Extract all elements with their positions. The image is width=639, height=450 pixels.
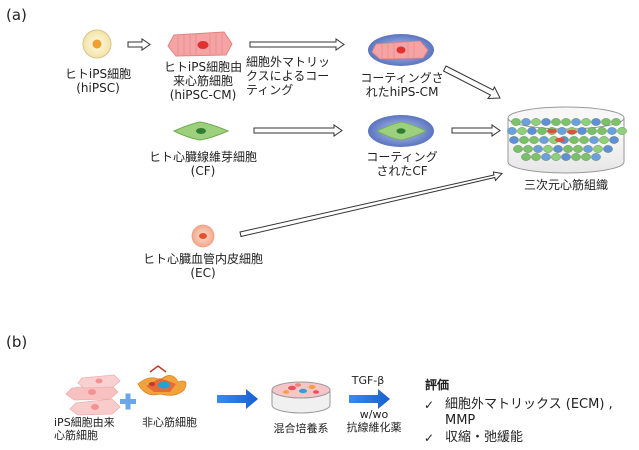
tissue-cell — [541, 118, 551, 126]
hipsc-label: ヒトiPS細胞 (hiPSC) — [64, 67, 132, 95]
tissue-cell — [573, 145, 583, 153]
tissue-cell — [597, 127, 607, 135]
arrow-coated-cm-to-tissue — [442, 65, 501, 100]
tissue-cell — [583, 145, 593, 153]
tissue-cell — [579, 136, 589, 144]
tissue-cell — [563, 145, 573, 153]
tissue-cell — [541, 153, 551, 161]
coated-cardiomyocyte-icon — [368, 34, 434, 66]
hipsc-cm-label: ヒトiPS細胞由 来心筋細胞 (hiPSC-CM) — [163, 60, 243, 102]
panel-a-label: (a) — [6, 6, 27, 24]
tissue-cell — [529, 136, 539, 144]
ecm-coating-label: 細胞外マトリッ クスによるコー ティング — [246, 55, 331, 97]
endothelial-cell-icon — [191, 224, 215, 248]
tissue-dish-icon — [507, 106, 627, 174]
tissue-cell — [607, 127, 617, 135]
tissue-cell — [593, 145, 603, 153]
tissue-cell — [539, 136, 549, 144]
blue-arrow-to-coculture — [217, 389, 258, 409]
tissue-cell — [561, 118, 571, 126]
tissue-cell — [507, 127, 517, 135]
tissue-cell — [543, 145, 553, 153]
ec-label: ヒト心臓血管内皮細胞 (EC) — [142, 252, 263, 280]
fibroblast-icon — [172, 121, 230, 141]
tissue-cell — [531, 118, 541, 126]
arrow-coated-cf-to-tissue — [451, 124, 501, 137]
coated-fibroblast-icon — [368, 115, 434, 147]
tissue-cell — [609, 136, 619, 144]
tissue-cell — [581, 118, 591, 126]
evaluation-title: 評価 — [425, 378, 450, 392]
arrow-hipsc-to-cm — [127, 38, 151, 51]
evaluation-item-ecm: 細胞外マトリックス (ECM) , MMP — [445, 397, 613, 428]
tissue-cell — [601, 118, 611, 126]
non-cardiomyocyte-cluster-icon — [137, 365, 187, 396]
tissue-cell — [537, 127, 547, 135]
tissue-cell — [603, 145, 613, 153]
tissue-cell — [571, 153, 581, 161]
cf-label: ヒト心臓線維芽細胞 (CF) — [148, 150, 257, 178]
check-icon: ✓ — [424, 431, 435, 445]
tissue-cell — [591, 153, 601, 161]
tissue-cell — [517, 127, 527, 135]
arrow-cf-to-coated-cf — [253, 124, 343, 137]
plus-icon — [120, 393, 136, 410]
tissue-cell — [527, 127, 537, 135]
tissue-cell — [569, 136, 579, 144]
tissue-myocyte — [547, 128, 557, 134]
coculture-dish-icon — [271, 381, 331, 414]
check-icon: ✓ — [424, 398, 435, 412]
tissue-cell — [551, 118, 561, 126]
tissue-cell — [523, 145, 533, 153]
blue-arrow-tgf — [349, 389, 390, 409]
panel-b-label: (b) — [6, 333, 28, 351]
tissue-cell — [571, 118, 581, 126]
tissue-cell — [589, 136, 599, 144]
coated-cf-label: コーティング されたCF — [366, 150, 438, 178]
w-wo-antifibrotic-label: w/wo 抗線維化薬 — [346, 408, 402, 434]
tissue-myocyte — [555, 137, 565, 143]
tissue-cell — [521, 118, 531, 126]
tissue-cell — [617, 127, 627, 135]
tissue-cell — [509, 136, 519, 144]
ips-cardiomyocyte-cluster-icon — [65, 374, 121, 416]
tissue-cell — [557, 127, 567, 135]
evaluation-item-contraction: 収縮・弛緩能 — [445, 430, 524, 445]
tissue-myocyte — [567, 129, 577, 135]
tissue-cell — [521, 153, 531, 161]
tissue-cell — [513, 145, 523, 153]
tissue-cell — [551, 153, 561, 161]
tgf-label: TGF-β — [351, 374, 385, 387]
tissue-cell — [553, 145, 563, 153]
ips-cm-label: iPS細胞由来 心筋細胞 — [54, 416, 115, 442]
non-cm-label: 非心筋細胞 — [142, 416, 197, 429]
tissue-cell — [591, 118, 601, 126]
tissue-cell — [511, 118, 521, 126]
cardiomyocyte-icon — [167, 31, 233, 57]
tissue-cell — [599, 136, 609, 144]
coated-cm-label: コーティングさ れたhiPS-CM — [360, 71, 444, 99]
tissue-cell — [519, 136, 529, 144]
arrow-cm-to-coating — [249, 38, 345, 51]
coculture-label: 混合培養系 — [273, 422, 329, 435]
tissue-cell — [611, 118, 621, 126]
tissue-label: 三次元心筋組織 — [523, 178, 608, 192]
tissue-cell — [533, 145, 543, 153]
tissue-cell — [587, 127, 597, 135]
arrow-ec-to-tissue — [239, 171, 503, 238]
hipsc-cell-icon — [82, 29, 112, 59]
tissue-cell — [561, 153, 571, 161]
tissue-cell — [577, 127, 587, 135]
tissue-cell — [581, 153, 591, 161]
tissue-cells — [507, 118, 627, 161]
tissue-cell — [531, 153, 541, 161]
